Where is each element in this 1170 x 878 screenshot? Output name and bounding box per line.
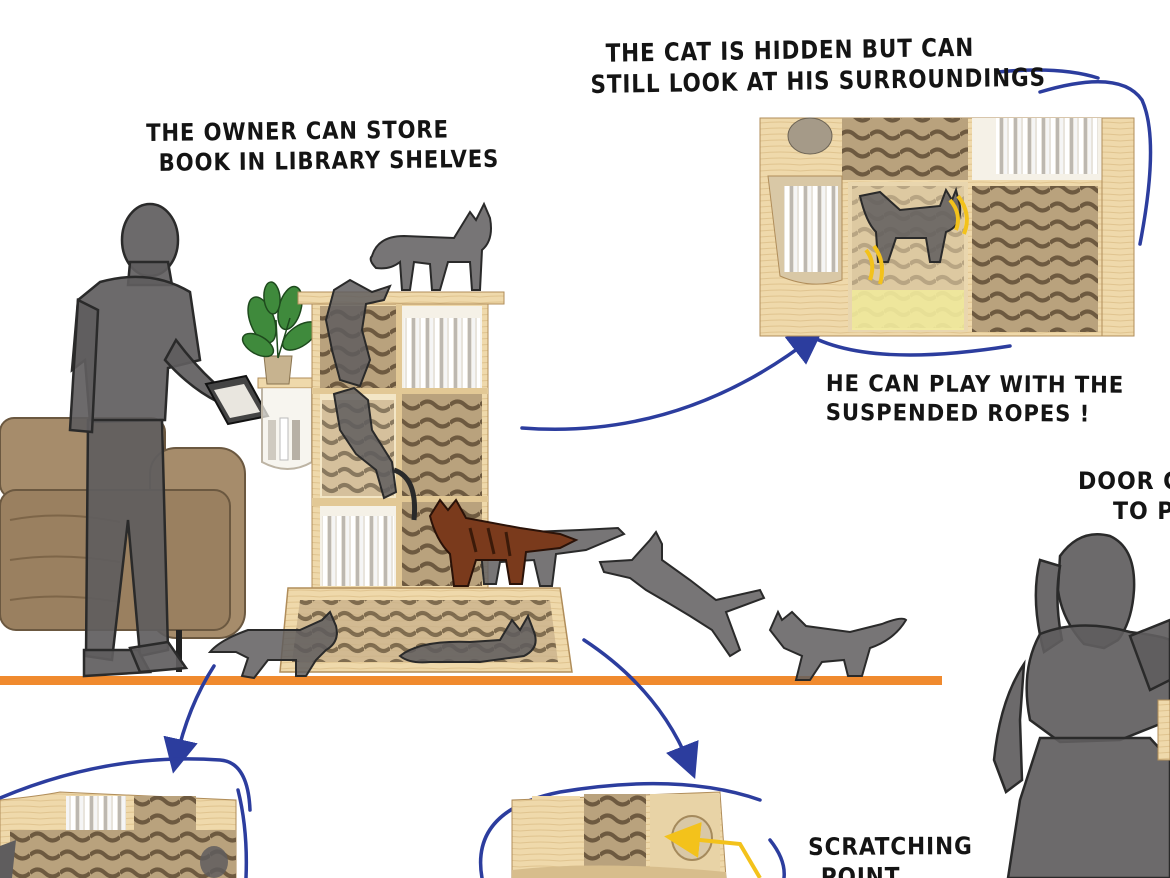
annotation-scratching-line2: POINT [820,862,901,878]
cat-silhouette [207,201,908,681]
annotation-door-line2: TO P [1112,497,1170,525]
annotation-ropes: HE CAN PLAY WITH THE SUSPENDED ROPES ! [826,370,1125,429]
annotation-ropes-line1: HE CAN PLAY WITH THE [825,371,1125,399]
annotation-owner-line2: BOOK IN LIBRARY SHELVES [158,144,500,177]
tabby-cat [428,498,579,587]
book-icon [204,374,270,426]
door-panel [1157,699,1170,761]
woman-silhouette [992,533,1170,878]
plant-icon [241,281,319,359]
annotation-owner: THE OWNER CAN STORE BOOK IN LIBRARY SHEL… [146,114,499,178]
annotation-door: DOOR CA TO P [1078,466,1170,526]
scratching-point-detail [511,791,727,878]
annotation-scratching: SCRATCHING POINT [808,831,973,878]
annotation-owner-line1: THE OWNER CAN STORE [146,115,449,147]
side-shelf [257,355,315,470]
annotation-hidden: THE CAT IS HIDDEN BUT CAN STILL LOOK AT … [590,31,1046,101]
floor-line [0,676,942,685]
annotation-ropes-line2: SUSPENDED ROPES ! [825,399,1091,428]
hidden-cat-detail [759,117,1135,337]
annotation-scratching-line1: SCRATCHING [808,832,973,861]
bottom-left-detail [0,791,237,878]
annotation-door-line1: DOOR CA [1078,467,1170,495]
yellow-arrow [664,822,762,878]
person-silhouette [68,202,227,678]
